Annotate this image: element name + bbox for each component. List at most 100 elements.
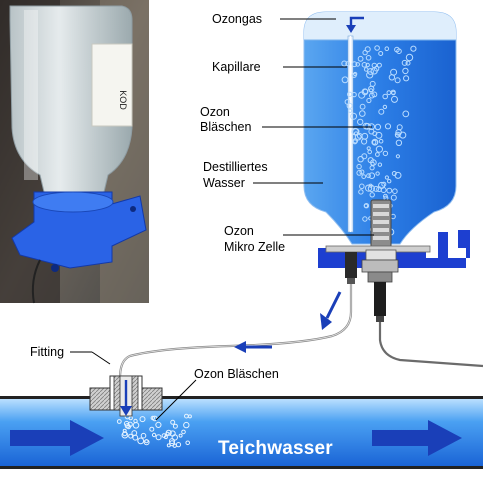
bubble <box>365 184 373 192</box>
bubble <box>361 132 369 140</box>
bubble <box>358 189 364 195</box>
bubble <box>181 429 186 435</box>
bubble <box>351 61 358 68</box>
bubble <box>344 99 351 105</box>
bubble <box>359 169 365 175</box>
label-wasser-2: Wasser <box>203 176 245 190</box>
bubble <box>368 128 375 135</box>
bubble <box>383 193 388 199</box>
bubble <box>390 194 397 201</box>
bubble <box>352 138 359 144</box>
bubble <box>405 60 411 66</box>
bubble <box>384 123 392 130</box>
bubble <box>355 62 361 67</box>
fitting <box>89 375 163 417</box>
bubble <box>353 71 358 77</box>
bubble <box>128 433 134 439</box>
bubble <box>396 48 402 55</box>
bubble <box>116 419 122 424</box>
bubble <box>368 172 376 179</box>
bubble <box>371 62 377 69</box>
bubble <box>357 55 364 62</box>
pond-flow-arrow-left <box>10 420 104 456</box>
bubble <box>367 68 374 75</box>
photo-of-bottle-setup: KOD <box>0 0 149 304</box>
bubble <box>356 163 362 170</box>
bubble <box>392 188 398 194</box>
bubble <box>351 72 357 78</box>
bubble <box>368 183 373 188</box>
bubble <box>402 110 410 118</box>
bubble <box>151 432 157 438</box>
bubble <box>395 133 400 138</box>
bubble <box>382 93 389 100</box>
bubble <box>384 46 390 52</box>
bubble <box>405 53 414 62</box>
bubble <box>362 216 368 222</box>
bubble <box>363 67 369 72</box>
bubble <box>172 423 178 429</box>
bubble <box>361 174 367 180</box>
bubble <box>375 131 383 139</box>
bubble <box>367 184 375 192</box>
bubble <box>367 157 374 164</box>
bubble <box>127 421 133 427</box>
bubble <box>139 416 146 423</box>
bubble <box>378 51 384 56</box>
bubble <box>359 110 366 117</box>
label-teichwasser: Teichwasser <box>218 438 333 459</box>
bubble <box>184 413 189 419</box>
bubble <box>161 433 167 438</box>
bubble <box>169 440 176 447</box>
bubble <box>378 108 385 115</box>
bubble <box>382 104 388 110</box>
bubble <box>382 150 389 157</box>
bubble <box>374 45 380 51</box>
gas-flow-arrow <box>346 16 364 33</box>
bubble <box>347 108 353 114</box>
tube-flow-arrow-left <box>234 341 272 353</box>
bubble <box>391 171 397 176</box>
bubble <box>165 431 170 436</box>
label-wasser-1: Destilliertes <box>203 160 268 174</box>
bubble <box>374 123 382 131</box>
bubble <box>386 187 393 194</box>
bubble <box>401 59 408 66</box>
bubble <box>131 430 138 436</box>
bubble <box>357 156 364 163</box>
bubble <box>390 89 396 95</box>
bubble <box>375 171 380 176</box>
bubble <box>350 112 358 120</box>
bubble <box>365 55 372 61</box>
bubble <box>356 170 363 176</box>
bubble <box>175 442 182 448</box>
bubble <box>155 421 162 428</box>
bubble <box>363 203 370 209</box>
bubble <box>366 71 374 79</box>
bubble <box>369 192 375 198</box>
bubble <box>384 175 389 180</box>
bubble <box>341 76 349 84</box>
bubble <box>351 92 357 98</box>
gas-tube <box>118 284 353 379</box>
bubble <box>155 434 162 441</box>
bubble <box>185 440 190 446</box>
bubble <box>378 138 384 144</box>
bubble <box>387 179 392 184</box>
bubble <box>364 123 372 130</box>
bubble <box>390 68 398 76</box>
bubble <box>396 124 403 131</box>
bubble <box>376 62 382 68</box>
bubble <box>341 60 348 67</box>
bubble <box>359 103 366 110</box>
bubble <box>365 62 370 68</box>
bubble <box>364 46 371 53</box>
bubble <box>143 439 150 446</box>
bubble <box>357 118 364 126</box>
bubble <box>361 62 368 68</box>
bubble <box>366 97 372 104</box>
label-ozon-blaeschen-2: Bläschen <box>200 120 252 134</box>
bubble <box>410 45 417 52</box>
bottle-neck-fittings <box>325 245 431 322</box>
label-fitting: Fitting <box>30 345 65 359</box>
